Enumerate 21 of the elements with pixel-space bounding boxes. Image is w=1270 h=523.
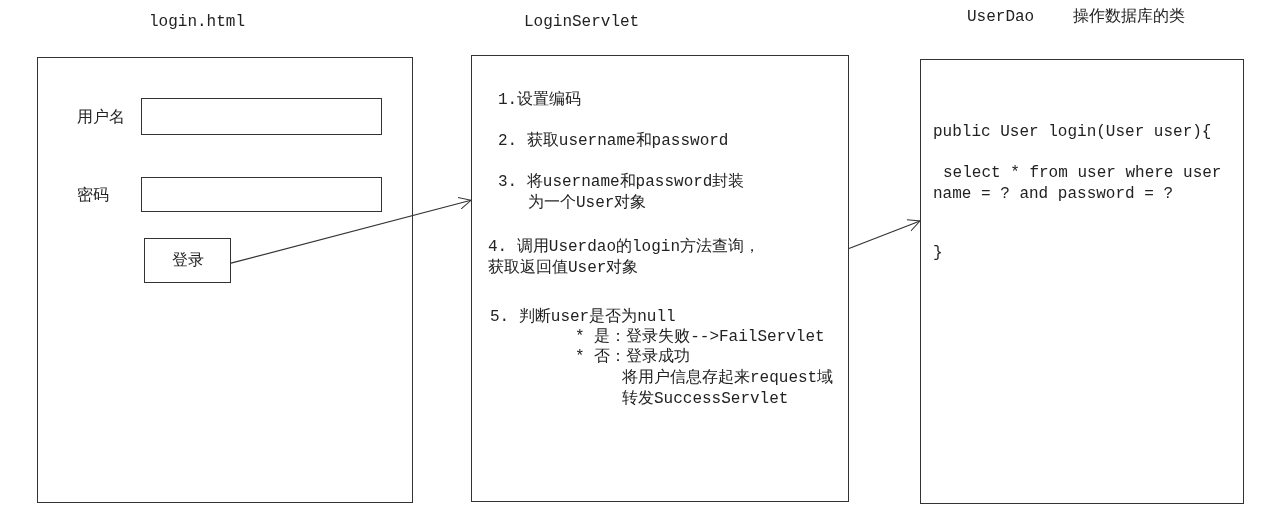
step-text: 4. 调用Userdao的login方法查询，获取返回值User对象 xyxy=(488,237,762,279)
box-heading: UserDao xyxy=(967,7,1035,28)
step-text: * 否：登录成功 xyxy=(575,347,691,368)
code-text: public User login(User user){ xyxy=(933,122,1212,143)
box-heading: login.html xyxy=(149,12,245,33)
code-text: } xyxy=(933,243,943,264)
arrow xyxy=(230,197,472,264)
step-text: 2. 获取username和password xyxy=(498,131,729,152)
step-text: * 是：登录失败-->FailServlet xyxy=(575,327,825,348)
step-text: 3. 将username和password封装为一个User对象 xyxy=(498,172,746,214)
box-heading: LoginServlet xyxy=(524,12,640,33)
box-heading: 操作数据库的类 xyxy=(1073,7,1185,28)
arrow xyxy=(848,219,921,250)
login-button: 登录 xyxy=(144,238,231,283)
step-text: 将用户信息存起来request域 xyxy=(622,368,834,389)
step-text: 1.设置编码 xyxy=(498,90,582,111)
field-label: 密码 xyxy=(77,185,109,206)
field-label: 用户名 xyxy=(77,107,125,128)
step-text: 转发SuccessServlet xyxy=(622,389,789,410)
step-text: 5. 判断user是否为null xyxy=(490,307,676,328)
code-text: select * from user where username = ? and password = ? xyxy=(933,163,1223,205)
